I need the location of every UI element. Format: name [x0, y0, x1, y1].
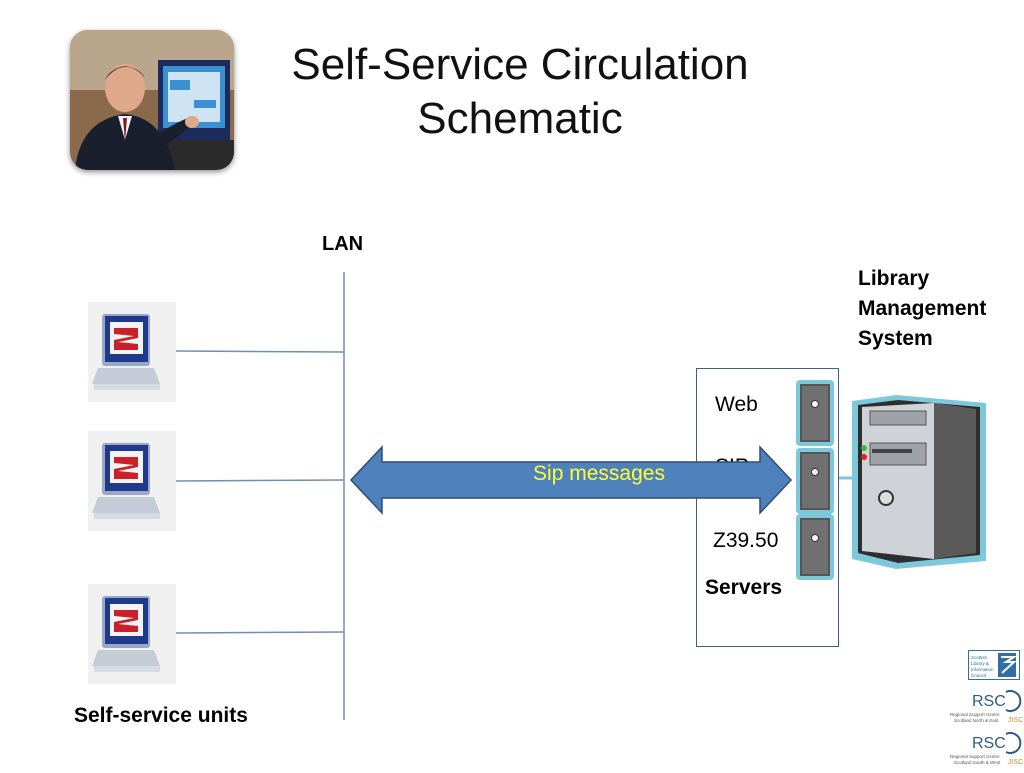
svg-text:RSC: RSC [972, 693, 1006, 710]
slic-logo: Scottish Library & Information Council [968, 650, 1020, 680]
lms-computer-icon [852, 395, 986, 569]
lms-label-line-1: Library [858, 267, 930, 290]
svg-text:JISC: JISC [1008, 759, 1023, 766]
unit-1-link [175, 350, 345, 353]
lms-label-line-2: Management [858, 297, 987, 320]
self-service-unit-1 [88, 302, 176, 402]
self-service-unit-3 [88, 584, 176, 684]
web-server-label: Web [715, 393, 758, 416]
page-title: Self-Service Circulation Schematic [291, 40, 749, 143]
svg-text:JISC: JISC [1008, 717, 1023, 724]
svg-text:Scotland North & East: Scotland North & East [954, 718, 999, 723]
servers-label: Servers [705, 576, 783, 599]
svg-text:RSC: RSC [972, 735, 1006, 752]
svg-text:Information: Information [971, 667, 994, 672]
svg-text:Regional Support Centre: Regional Support Centre [950, 754, 1000, 759]
z3950-server-label: Z39.50 [713, 529, 779, 552]
sip-messages-label: Sip messages [533, 462, 665, 485]
svg-text:Scottish: Scottish [971, 655, 988, 660]
rsc-south-west-logo: RSC Regional Support Centre Scotland Sou… [948, 728, 1024, 768]
lms-label: Library Management System [858, 264, 986, 354]
self-service-units-label: Self-service units [74, 704, 248, 727]
server-stack [796, 380, 834, 580]
lms-label-line-3: System [858, 327, 933, 350]
svg-text:Regional Support Centre: Regional Support Centre [950, 712, 1000, 717]
self-service-unit-2 [88, 431, 176, 531]
unit-2-link [175, 479, 345, 482]
z3950-server-icon [796, 514, 834, 580]
rsc-north-east-logo: RSC Regional Support Centre Scotland Nor… [948, 686, 1024, 726]
sip-server-icon [796, 448, 834, 514]
web-server-icon [796, 380, 834, 446]
svg-text:Library &: Library & [971, 661, 989, 666]
svg-text:Scotland South & West: Scotland South & West [954, 760, 1001, 765]
lan-label: LAN [322, 233, 364, 255]
kiosk-photo [70, 30, 234, 170]
svg-text:Council: Council [971, 673, 986, 678]
unit-3-link [175, 631, 345, 634]
